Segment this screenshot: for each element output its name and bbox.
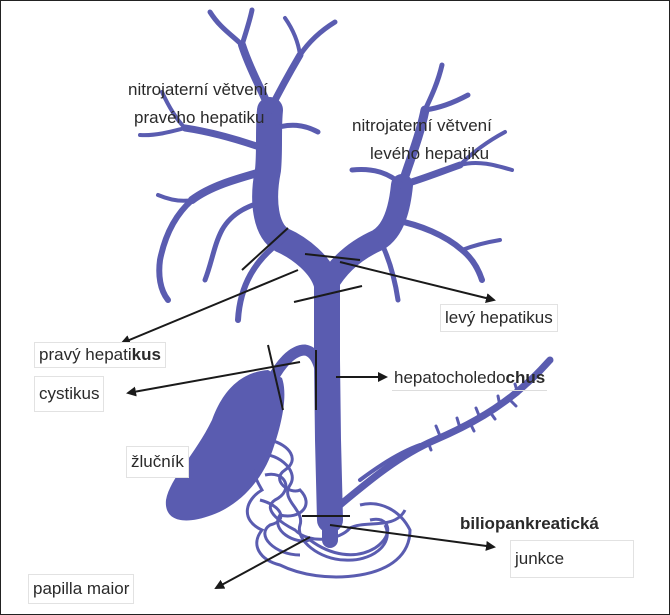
label-cystic-duct: cystikus xyxy=(34,376,104,412)
label-common-bile-duct-text-a: hepatocholedo xyxy=(394,368,506,387)
label-left-hepatic-text: levý hepatikus xyxy=(445,308,553,327)
label-common-bile-duct: hepatocholedochus xyxy=(392,366,547,391)
label-right-hepatic-duct: pravý hepatikus xyxy=(34,342,166,368)
label-papilla-text: papilla maior xyxy=(33,579,129,598)
label-left-intrahepatic-branching: nitrojaterní větvení levého hepatiku xyxy=(352,112,492,168)
label-junction-text: junkce xyxy=(515,549,564,568)
label-left-hepatic-duct: levý hepatikus xyxy=(440,304,558,332)
label-left-intrahepatic-line1: nitrojaterní větvení xyxy=(352,112,492,140)
label-right-hepatic-text-a: pravý hepati xyxy=(39,345,132,364)
label-right-intrahepatic-line2: pravého hepatiku xyxy=(128,104,268,132)
label-left-intrahepatic-line2: levého hepatiku xyxy=(352,140,492,168)
label-common-bile-duct-text-b: chus xyxy=(506,368,546,387)
label-biliopancreatic-junction-line1: biliopankreatická xyxy=(460,514,599,534)
label-right-intrahepatic-branching: nitrojaterní větvení pravého hepatiku xyxy=(128,76,268,132)
label-arrows xyxy=(122,262,494,588)
label-gallbladder: žlučník xyxy=(126,446,189,478)
label-biliopancreatic-junction-line2: junkce xyxy=(510,540,634,578)
label-gallbladder-text: žlučník xyxy=(131,452,184,471)
label-right-intrahepatic-line1: nitrojaterní větvení xyxy=(128,76,268,104)
label-papilla-major: papilla maior xyxy=(28,574,134,604)
label-right-hepatic-text-b: kus xyxy=(132,345,161,364)
label-cystic-text: cystikus xyxy=(39,384,99,403)
